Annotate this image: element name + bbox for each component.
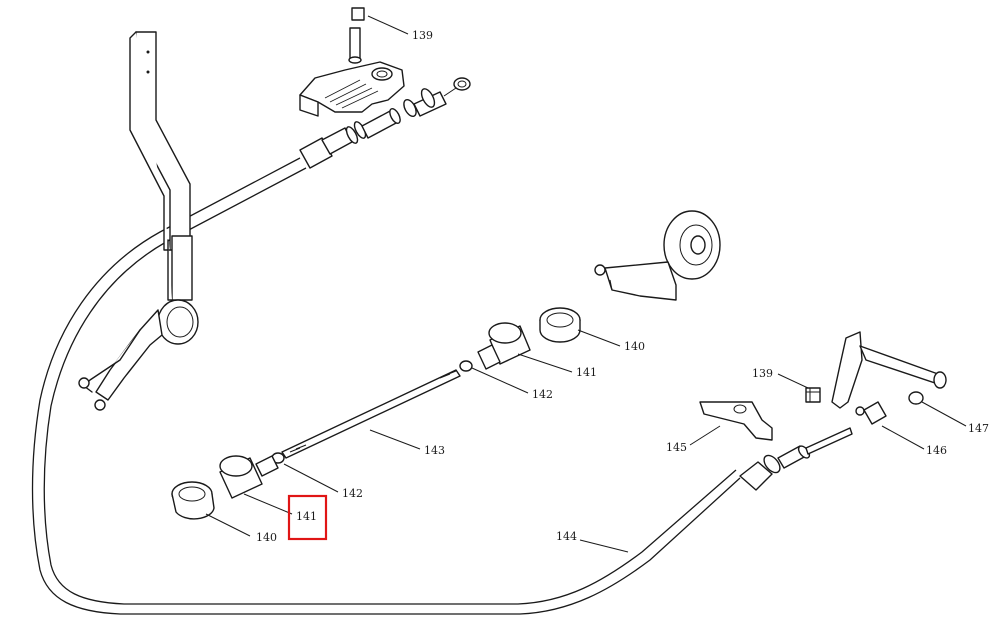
label-140-right: 140: [624, 340, 645, 353]
cable-end-lower: [739, 427, 853, 491]
label-139-top: 139: [412, 29, 433, 42]
fitting-146: [855, 401, 887, 425]
nut-147: [908, 391, 924, 405]
label-139-right: 139: [752, 367, 773, 380]
top-cable-end: [299, 77, 471, 169]
label-142-right: 142: [532, 388, 553, 401]
label-144: 144: [556, 530, 577, 543]
cable-outer-loop: [31, 157, 741, 615]
bushing-140-left: [171, 481, 215, 520]
cable-outer-loop-inner: [43, 167, 737, 605]
sleeve-141-right: [477, 322, 531, 370]
right-bracket: [594, 210, 721, 301]
label-143: 143: [424, 444, 445, 457]
label-146: 146: [926, 444, 947, 457]
top-bracket: [299, 7, 405, 117]
clip-139-right: [805, 387, 821, 403]
label-142-left: 142: [342, 487, 363, 500]
sleeve-141-left: [219, 455, 279, 499]
label-140-left: 140: [256, 531, 277, 544]
leader-lines: [205, 15, 967, 553]
label-145: 145: [666, 441, 687, 454]
bracket-145: [699, 401, 773, 441]
bushing-140-right: [539, 307, 581, 343]
nut-142-right: [459, 360, 473, 372]
lever-arm: [78, 31, 199, 411]
shaft-lever-right: [831, 331, 947, 409]
rod-143: [281, 369, 461, 459]
label-141-right: 141: [576, 366, 597, 379]
label-141-left: 141: [296, 510, 317, 523]
highlight-box-141: [287, 494, 328, 541]
label-147: 147: [968, 422, 989, 435]
